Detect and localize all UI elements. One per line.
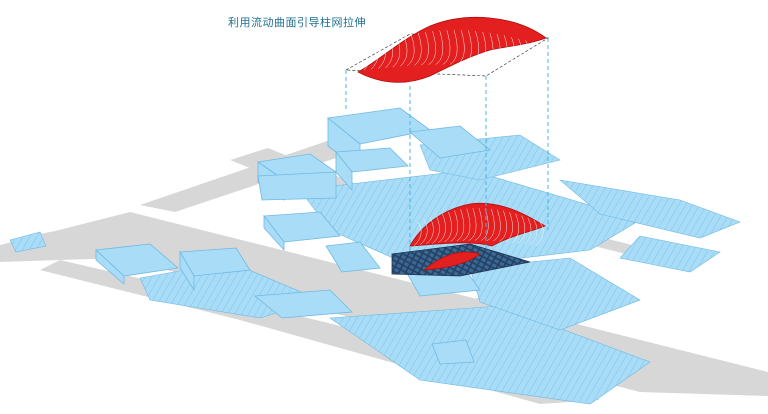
projection-guides [345, 38, 549, 254]
caption: 利用流动曲面引导柱网拉伸 [228, 16, 366, 29]
upper-surface [344, 16, 550, 83]
lower-surface [409, 202, 546, 271]
